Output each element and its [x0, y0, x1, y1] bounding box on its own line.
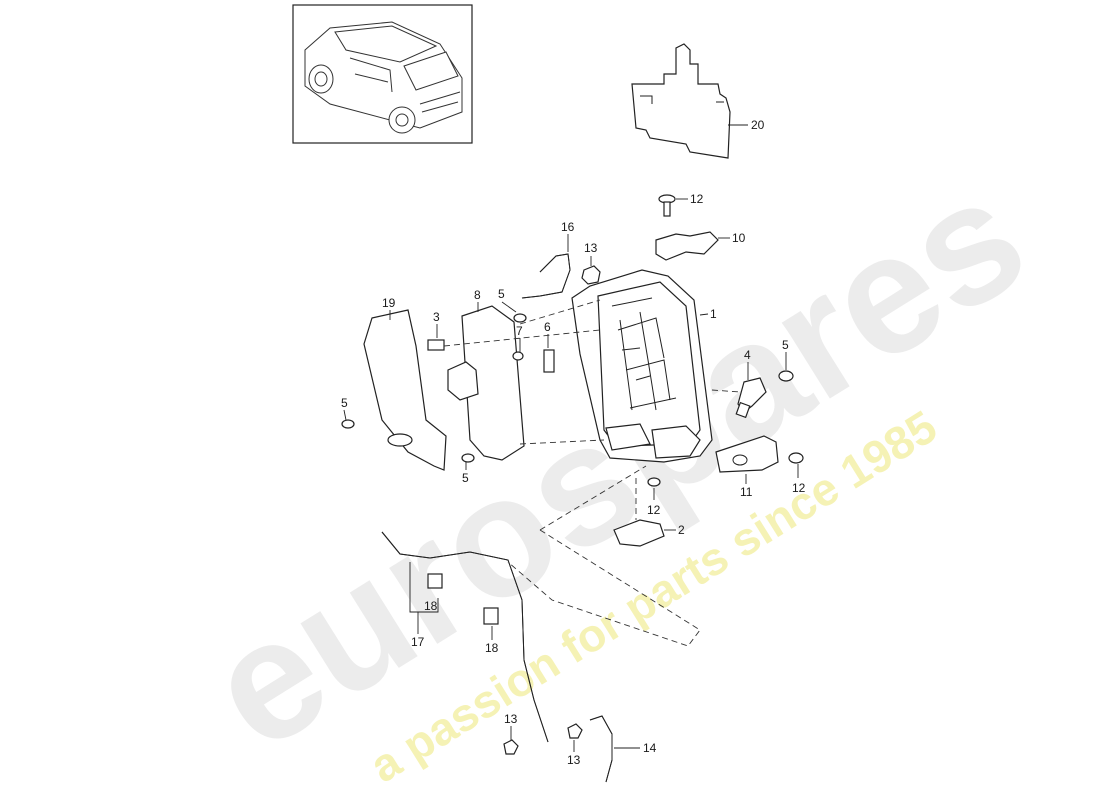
part-6-clip	[543, 334, 555, 373]
part-5-screw-d	[778, 352, 794, 382]
part-10-bracket	[655, 231, 730, 261]
part-13-nut-lower-right	[567, 723, 583, 752]
part-7-screw	[512, 338, 524, 361]
callout-13a: 13	[584, 241, 598, 255]
callout-labels: 1 2 3 4 5 5 5 5 6 7 8 10 11 12 12 12 13 …	[341, 118, 806, 767]
callout-18b: 18	[485, 641, 499, 655]
part-20-shield-plate	[631, 43, 748, 159]
part-17-hose	[381, 531, 549, 743]
part-2-cap	[613, 519, 676, 547]
callout-19: 19	[382, 296, 396, 310]
part-13-nut	[581, 256, 601, 285]
part-18-clamp-a	[427, 573, 443, 589]
part-5-screw-a	[501, 301, 527, 323]
callout-6: 6	[544, 320, 551, 334]
callout-3: 3	[433, 310, 440, 324]
part-12-screw	[658, 194, 688, 217]
part-12-screw-lower	[647, 477, 661, 500]
part-12-screw-right	[788, 452, 804, 478]
part-18-clamp-b	[483, 607, 499, 640]
callout-12c: 12	[647, 503, 661, 517]
watermark-brand: eurospares	[178, 140, 1056, 787]
part-14-pipe	[589, 715, 640, 783]
part-5-screw-c	[461, 453, 475, 470]
callout-16: 16	[561, 220, 575, 234]
callout-5d: 5	[782, 338, 789, 352]
callout-18a: 18	[424, 599, 438, 613]
callout-13c: 13	[567, 753, 581, 767]
callout-5a: 5	[498, 287, 505, 301]
callout-7: 7	[516, 324, 523, 338]
callout-4: 4	[744, 348, 751, 362]
part-13-nut-lower-left	[503, 726, 519, 755]
vehicle-suv-icon	[304, 21, 463, 134]
part-4-fitting	[735, 362, 767, 419]
callout-2: 2	[678, 523, 685, 537]
callout-5c: 5	[462, 471, 469, 485]
part-3-label	[427, 324, 445, 351]
callout-5b: 5	[341, 396, 348, 410]
part-19-side-panel	[363, 309, 447, 471]
callout-11: 11	[740, 485, 753, 499]
callout-1: 1	[710, 307, 717, 321]
watermark: eurospares a passion for parts since 198…	[178, 140, 1056, 793]
callout-12a: 12	[690, 192, 704, 206]
callout-10: 10	[732, 231, 746, 245]
callout-8: 8	[474, 288, 481, 302]
callout-20: 20	[751, 118, 765, 132]
callout-12b: 12	[792, 481, 806, 495]
vehicle-thumbnail	[292, 4, 473, 144]
part-11-bracket	[715, 435, 779, 484]
part-16-pipe	[521, 234, 571, 299]
part-1-control-module	[571, 269, 713, 463]
callout-13b: 13	[504, 712, 518, 726]
part-5-screw-b	[341, 409, 355, 429]
part-8-cover	[447, 302, 525, 461]
callout-17: 17	[411, 635, 425, 649]
callout-14: 14	[643, 741, 657, 755]
assembly-dashed-lines	[443, 299, 741, 647]
